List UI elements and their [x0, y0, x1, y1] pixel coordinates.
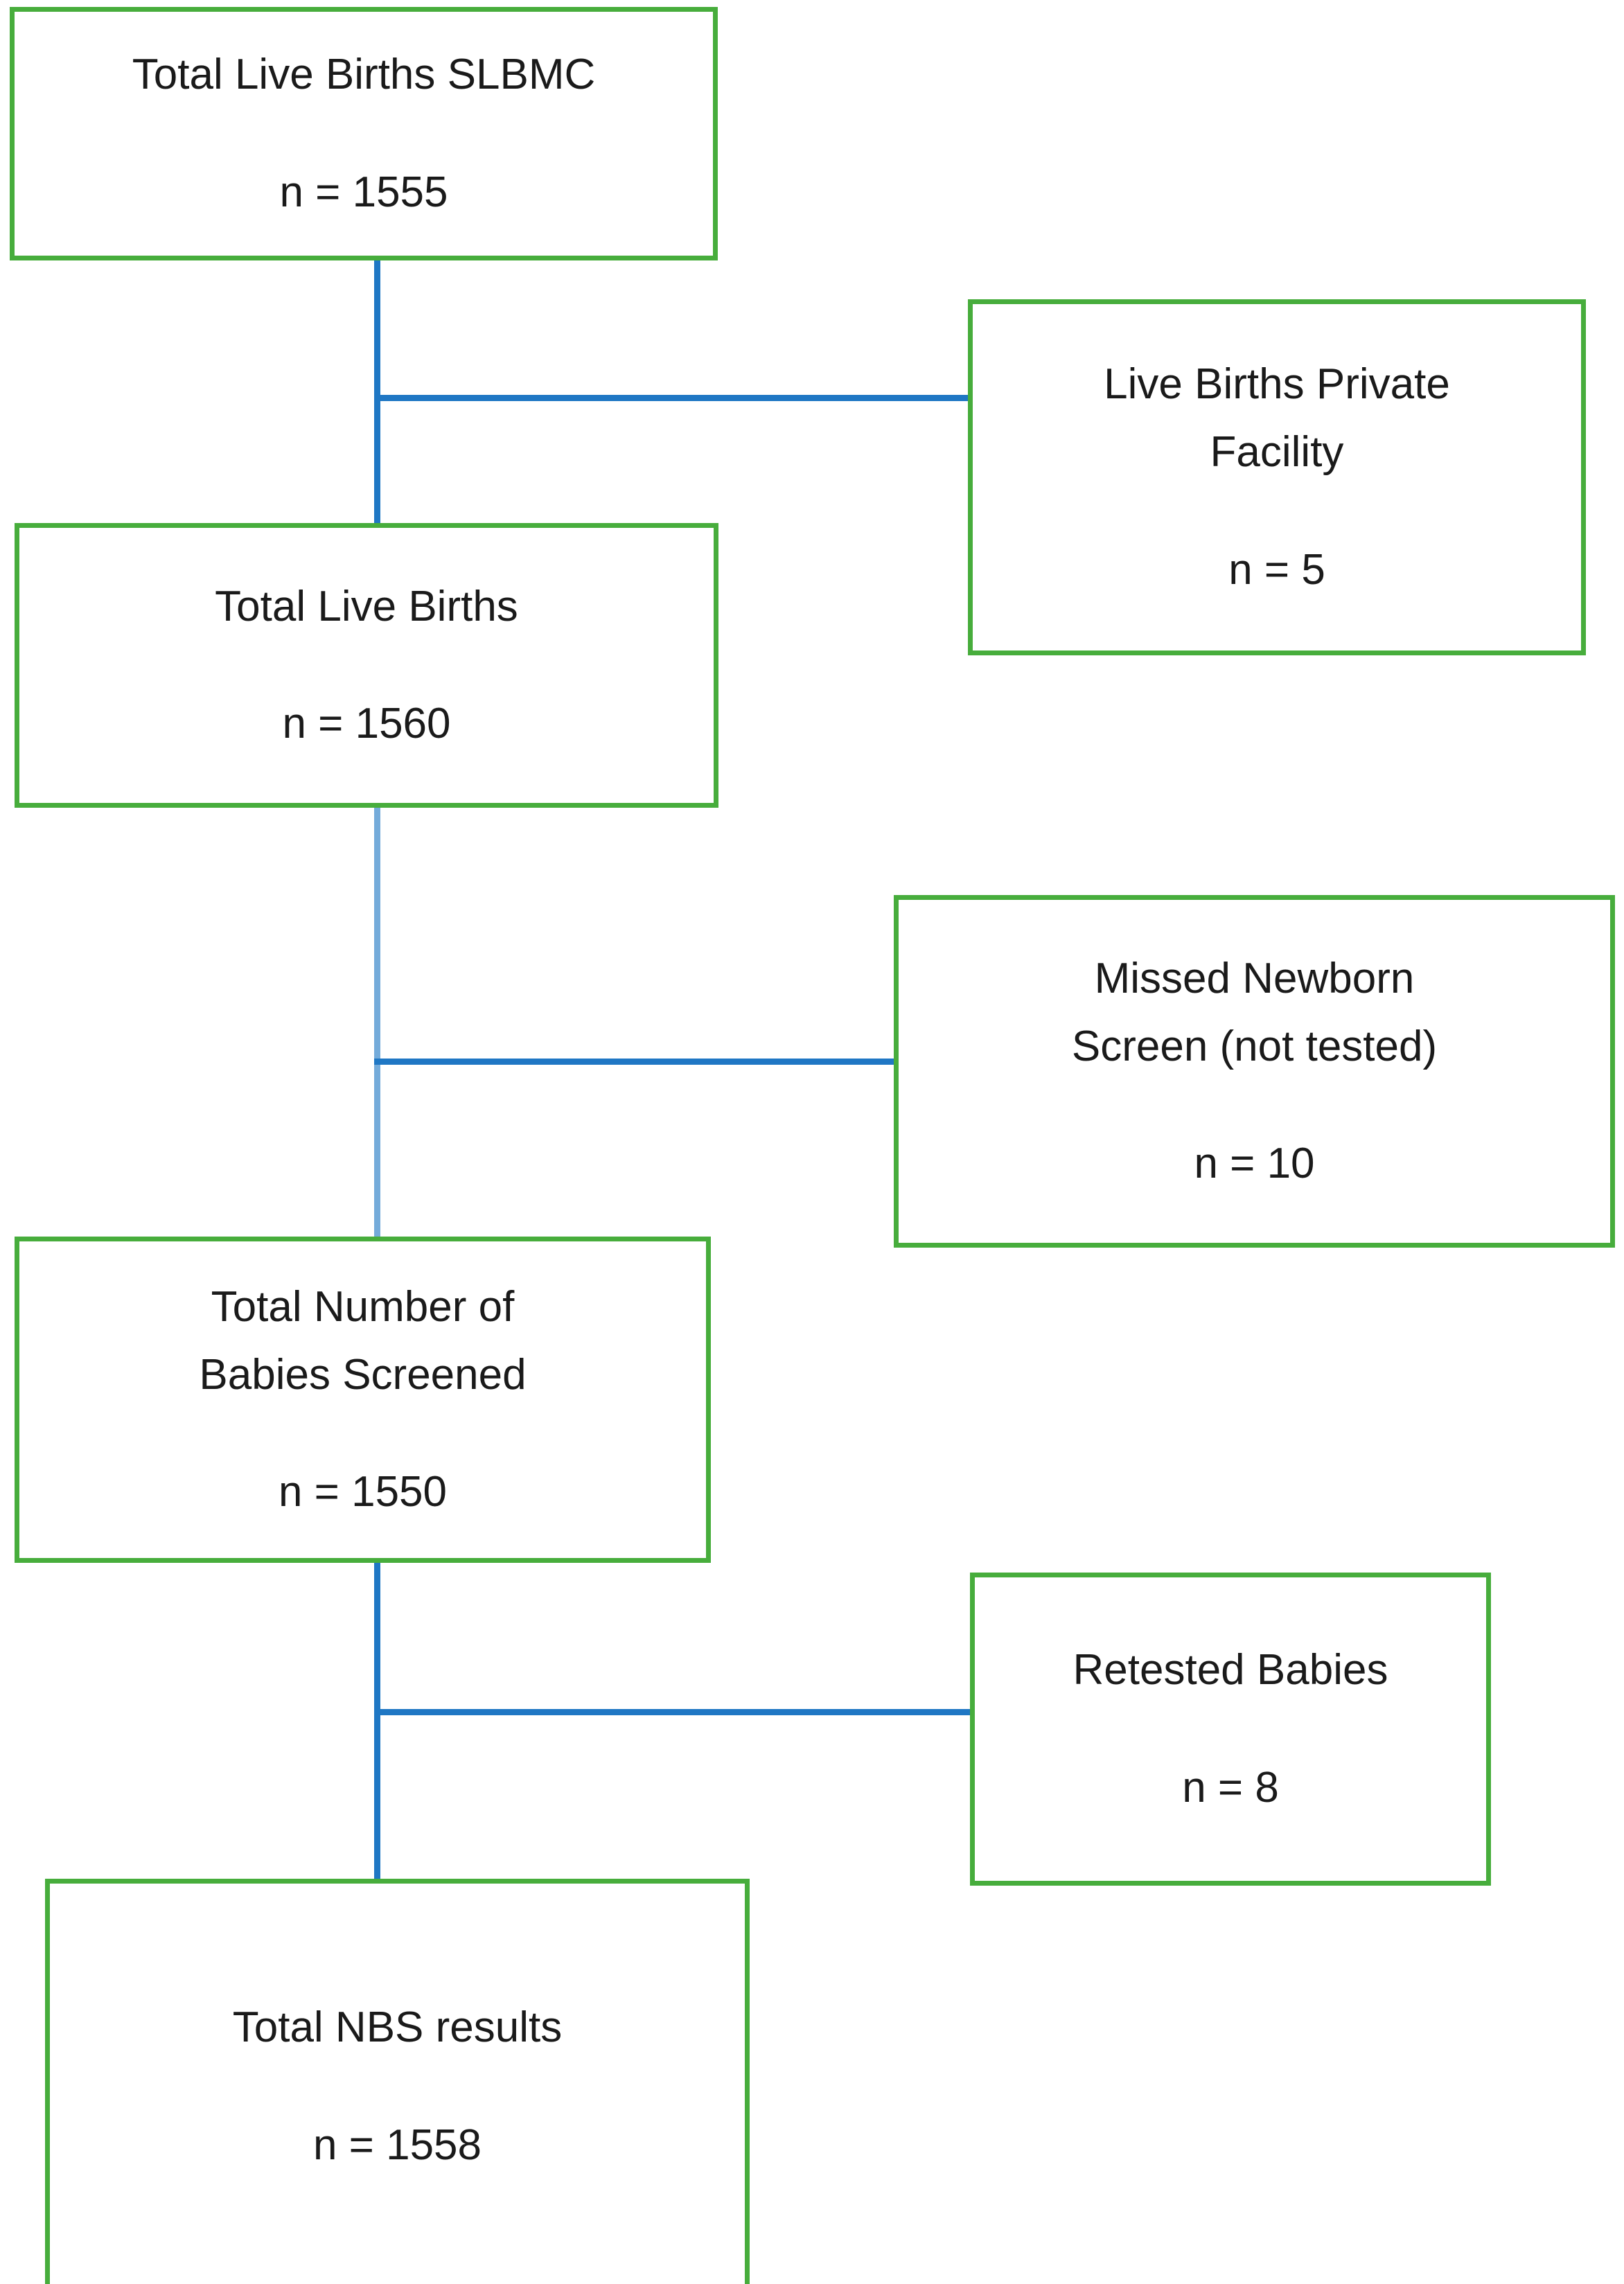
node-total-nbs-results[interactable]: Total NBS results n = 1558 — [45, 1879, 750, 2284]
node-total-live-births[interactable]: Total Live Births n = 1560 — [15, 523, 718, 808]
node-retested-babies[interactable]: Retested Babies n = 8 — [970, 1573, 1491, 1886]
node-live-births-private-facility[interactable]: Live Births Private Facility n = 5 — [968, 299, 1586, 655]
node-title: Retested Babies — [1073, 1646, 1388, 1694]
node-count: n = 10 — [1194, 1140, 1315, 1188]
node-total-babies-screened[interactable]: Total Number of Babies Screened n = 1550 — [15, 1237, 711, 1563]
connector-slbmc-to-total-live-births — [374, 258, 380, 525]
connector-screened-to-nbs-results — [374, 1560, 380, 1880]
connector-total-live-births-to-screened — [374, 805, 380, 1239]
node-count: n = 1558 — [312, 2121, 482, 2169]
node-title: Total Number of Babies Screened — [199, 1282, 527, 1399]
connector-branch-private-facility — [374, 395, 970, 401]
node-title: Missed Newborn Screen (not tested) — [1071, 954, 1438, 1070]
node-count: n = 1555 — [279, 168, 448, 216]
node-count: n = 5 — [1228, 545, 1325, 594]
node-total-live-births-slbmc[interactable]: Total Live Births SLBMC n = 1555 — [10, 7, 718, 260]
connector-branch-retested — [374, 1709, 973, 1715]
node-title: Total NBS results — [232, 2003, 563, 2052]
connector-branch-missed-screen — [374, 1059, 897, 1065]
node-title: Live Births Private Facility — [1104, 360, 1450, 477]
node-count: n = 1550 — [278, 1468, 448, 1516]
node-title: Total Live Births SLBMC — [132, 51, 596, 99]
node-count: n = 1560 — [282, 700, 451, 748]
node-title: Total Live Births — [215, 582, 518, 630]
node-count: n = 8 — [1182, 1763, 1279, 1812]
node-missed-newborn-screen[interactable]: Missed Newborn Screen (not tested) n = 1… — [894, 895, 1615, 1248]
